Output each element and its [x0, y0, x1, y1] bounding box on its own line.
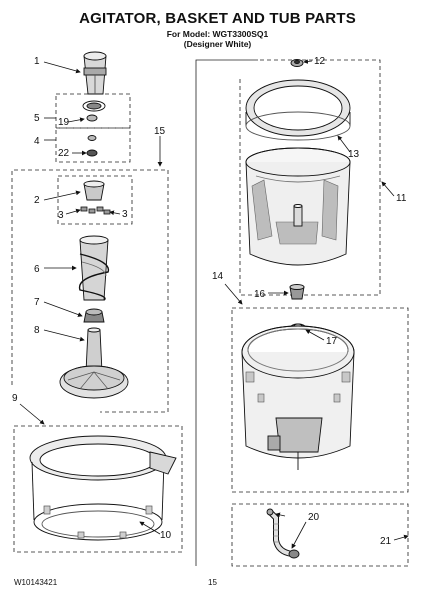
hose-part-20 — [266, 508, 300, 559]
callout-1: 1 — [34, 56, 40, 67]
callout-13: 13 — [348, 149, 360, 160]
page-number: 15 — [208, 578, 217, 587]
agitator-cap-part — [83, 51, 107, 95]
callout-4: 4 — [34, 136, 40, 147]
agitator-base-part-8 — [59, 327, 129, 399]
ring-part-19 — [82, 100, 106, 122]
leader-lines — [19, 59, 409, 549]
nut-part-7 — [83, 308, 105, 323]
callout-21: 21 — [380, 536, 392, 547]
color-line: (Designer White) — [183, 39, 252, 49]
cam-part-2 — [83, 180, 105, 201]
callout-12: 12 — [314, 56, 326, 67]
group-box-2-3 — [57, 175, 133, 225]
callout-20: 20 — [308, 512, 320, 523]
outer-tub-part-14 — [241, 325, 355, 470]
basket-part-13 — [245, 79, 351, 266]
dog-parts-3 — [80, 206, 111, 215]
callout-7: 7 — [34, 297, 40, 308]
callout-2: 2 — [34, 195, 40, 206]
group-box-11 — [239, 59, 381, 296]
callout-6: 6 — [34, 264, 40, 275]
callout-3-right: 3 — [122, 209, 128, 220]
callout-8: 8 — [34, 325, 40, 336]
seal-part-22 — [86, 135, 98, 157]
callout-10: 10 — [160, 530, 172, 541]
group-box-20-21 — [231, 503, 409, 567]
callout-3-left: 3 — [58, 210, 64, 221]
group-box-14 — [231, 307, 409, 493]
group-box-9-10 — [13, 425, 183, 553]
page-title: AGITATOR, BASKET AND TUB PARTS — [79, 10, 356, 27]
callout-19: 19 — [58, 117, 70, 128]
model-line: For Model: WGT3300SQ1 — [166, 29, 269, 39]
callout-15: 15 — [154, 126, 166, 137]
callout-11: 11 — [396, 193, 407, 204]
group-box-15 — [11, 169, 169, 413]
tub-ring-part-9 — [29, 435, 177, 541]
callout-16: 16 — [254, 289, 266, 300]
auger-part-6 — [78, 235, 110, 301]
nut-part-16 — [289, 284, 305, 300]
callout-17: 17 — [326, 336, 338, 347]
callout-14: 14 — [212, 271, 224, 282]
callout-9: 9 — [12, 393, 18, 404]
connector-line — [195, 59, 258, 566]
callout-22: 22 — [58, 148, 70, 159]
nut-part-12 — [290, 59, 304, 67]
callout-5: 5 — [34, 113, 40, 124]
document-number: W10143421 — [14, 578, 58, 587]
